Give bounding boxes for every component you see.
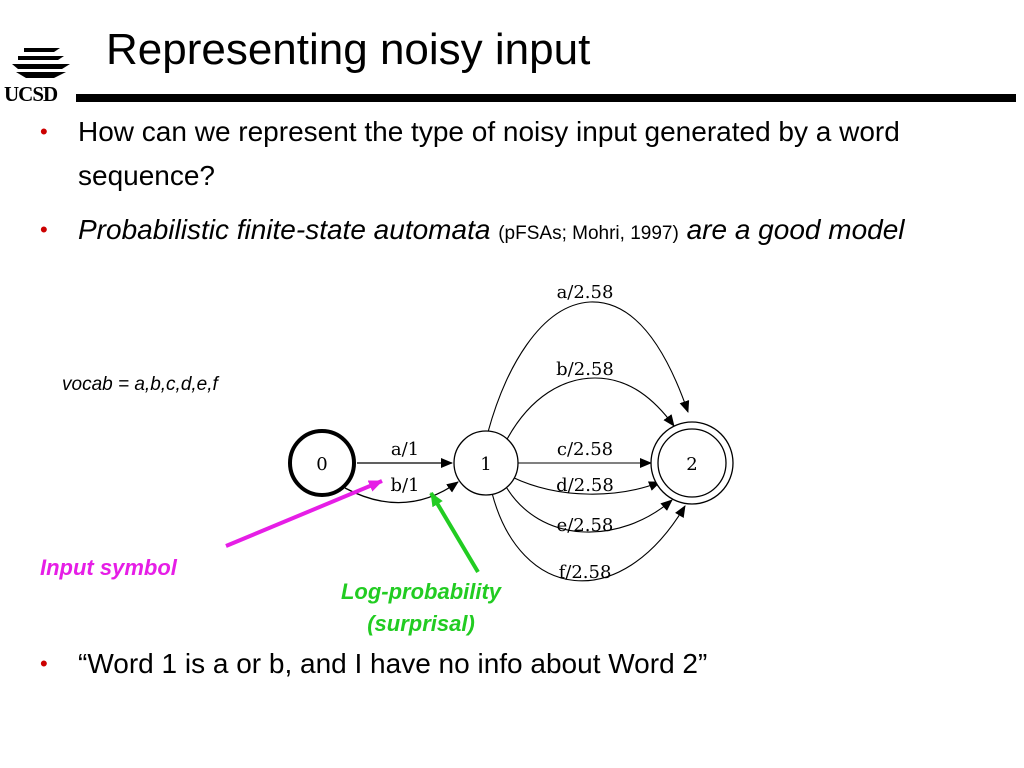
edge-label-a-2.58: a/2.58 [557,282,614,303]
edge-label-b-1: b/1 [390,475,419,496]
bullet-2-emphasis: Probabilistic finite-state automata [78,214,491,245]
edge-1-2-e [504,484,673,533]
edge-1-2-d [511,476,661,495]
title-rule [76,94,1016,102]
state-1: 1 [453,430,519,496]
state-0: 0 [288,429,356,497]
state-2-final: 2 [650,421,734,505]
input-symbol-arrow [225,479,383,548]
edge-1-2-b [504,377,675,444]
bullet-1-text: How can we represent the type of noisy i… [78,116,900,191]
edge-label-e-2.58: e/2.58 [557,515,614,536]
state-2-label: 2 [686,454,697,475]
edge-1-2-a [487,301,690,433]
log-probability-arrow [429,491,480,574]
slide-title: Representing noisy input [106,25,591,74]
edge-label-a-1: a/1 [391,439,419,460]
state-1-label: 1 [480,454,491,475]
vocab-label: vocab = a,b,c,d,e,f [62,374,218,395]
edge-label-f-2.58: f/2.58 [559,562,612,583]
edge-label-d-2.58: d/2.58 [556,475,614,496]
log-probability-label: Log-probability (surprisal) [306,576,536,640]
bullet-dot: • [40,217,48,242]
log-probability-line1: Log-probability [340,579,502,604]
ucsd-logo-icon [12,48,70,78]
logo-wordmark: UCSD [4,82,58,106]
edge-label-c-2.58: c/2.58 [557,439,613,460]
edge-label-b-2.58: b/2.58 [556,359,614,380]
edge-0-1-b [344,481,459,504]
log-probability-line2: (surprisal) [367,611,475,636]
edge-1-2-f [491,492,686,582]
bullet-dot: • [40,651,48,676]
input-symbol-label: Input symbol [40,555,177,580]
bullet-2-rest: are a good model [686,214,905,245]
bullet-3-text: “Word 1 is a or b, and I have no info ab… [78,648,708,679]
bullet-2-citation: (pFSAs; Mohri, 1997) [498,223,679,244]
bullet-dot: • [40,119,48,144]
state-0-label: 0 [316,454,327,475]
